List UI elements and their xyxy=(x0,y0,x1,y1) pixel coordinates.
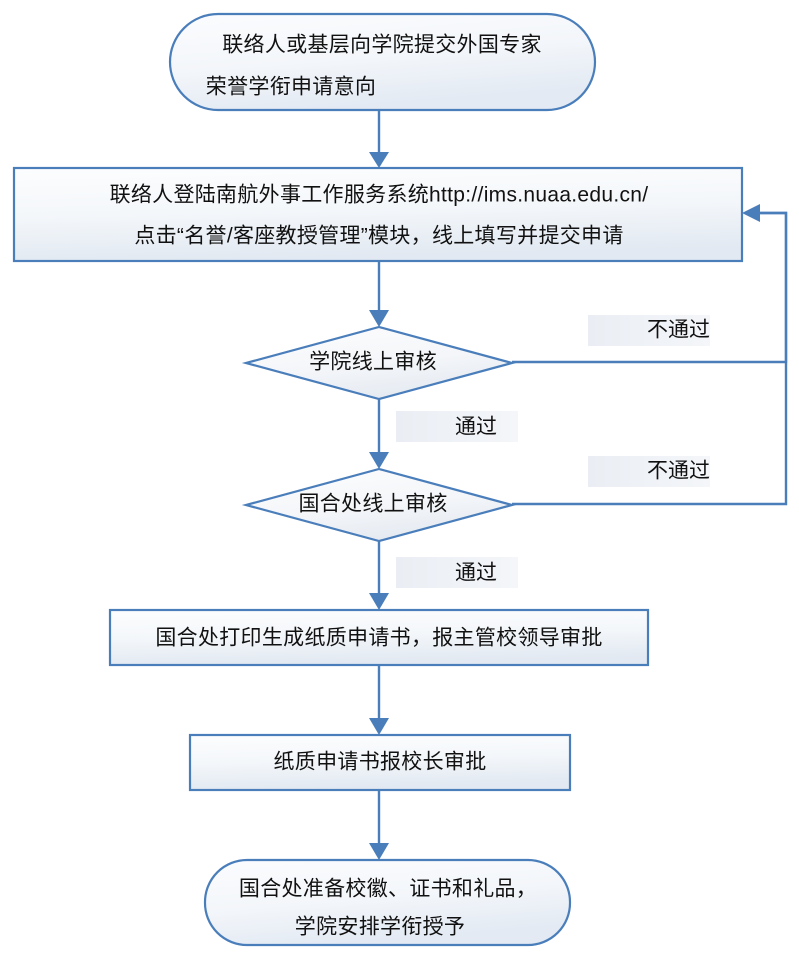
node-president-approval[interactable]: 纸质申请书报校长审批 xyxy=(188,733,572,792)
node-shape-rect xyxy=(108,608,650,667)
node-label: 纸质申请书报校长审批 xyxy=(274,751,487,774)
node-shape-diamond xyxy=(241,325,517,401)
node-decision-international-office-review[interactable]: 国合处线上审核 xyxy=(241,467,517,543)
node-shape-diamond xyxy=(241,467,517,543)
edge-label-reject-1: 不通过 xyxy=(647,319,710,342)
node-end-prepare-and-award[interactable]: 国合处准备校徽、证书和礼品， 学院安排学衔授予 xyxy=(203,858,572,947)
node-shape-rect xyxy=(188,733,572,792)
node-shape-rect xyxy=(12,166,744,263)
node-label: 国合处线上审核 xyxy=(298,493,447,516)
node-login-system-submit[interactable]: 联络人登陆南航外事工作服务系统http://ims.nuaa.edu.cn/ 点… xyxy=(12,166,744,263)
edge-n3-to-n4 xyxy=(369,399,389,469)
node-label-line-1: 联络人登陆南航外事工作服务系统http://ims.nuaa.edu.cn/ xyxy=(110,184,649,207)
node-label-line-2: 学院安排学衔授予 xyxy=(295,916,465,939)
edge-n4-reject-to-n2 xyxy=(512,211,788,506)
edge-n6-to-n7 xyxy=(369,790,389,860)
node-shape-stadium xyxy=(203,858,572,947)
edge-n5-to-n6 xyxy=(369,665,389,735)
edge-label-approve-2: 通过 xyxy=(455,562,497,585)
node-label-line-1: 联络人或基层向学院提交外国专家 xyxy=(222,34,542,57)
node-label-line-2: 点击“名誉/客座教授管理”模块，线上填写并提交申请 xyxy=(134,225,623,248)
edge-n1-to-n2 xyxy=(369,110,389,168)
edge-label-reject-2: 不通过 xyxy=(647,460,710,483)
node-decision-college-review[interactable]: 学院线上审核 xyxy=(241,325,517,401)
edge-label-layer: 不通过 通过 不通过 通过 xyxy=(396,315,710,588)
node-label-line-1: 国合处准备校徽、证书和礼品， xyxy=(239,878,537,901)
node-print-paper-application[interactable]: 国合处打印生成纸质申请书，报主管校领导审批 xyxy=(108,608,650,667)
connector-layer xyxy=(369,110,788,860)
node-label-line-2: 荣誉学衔申请意向 xyxy=(206,76,376,99)
node-label: 国合处打印生成纸质申请书，报主管校领导审批 xyxy=(155,627,602,650)
edge-label-badge-approve-2 xyxy=(396,557,518,588)
edge-label-badge-reject-2 xyxy=(588,456,710,487)
edge-label-badge-approve-1 xyxy=(396,411,518,442)
edge-n2-to-n3 xyxy=(369,261,389,327)
feedback-arrowhead xyxy=(742,204,760,222)
edge-label-badge-reject-1 xyxy=(588,315,710,346)
node-label: 学院线上审核 xyxy=(309,351,437,374)
edge-n4-to-n5 xyxy=(369,541,389,610)
node-shape-stadium xyxy=(168,12,597,112)
edge-label-approve-1: 通过 xyxy=(455,416,497,439)
node-start-submit-intent[interactable]: 联络人或基层向学院提交外国专家 荣誉学衔申请意向 xyxy=(168,12,597,112)
